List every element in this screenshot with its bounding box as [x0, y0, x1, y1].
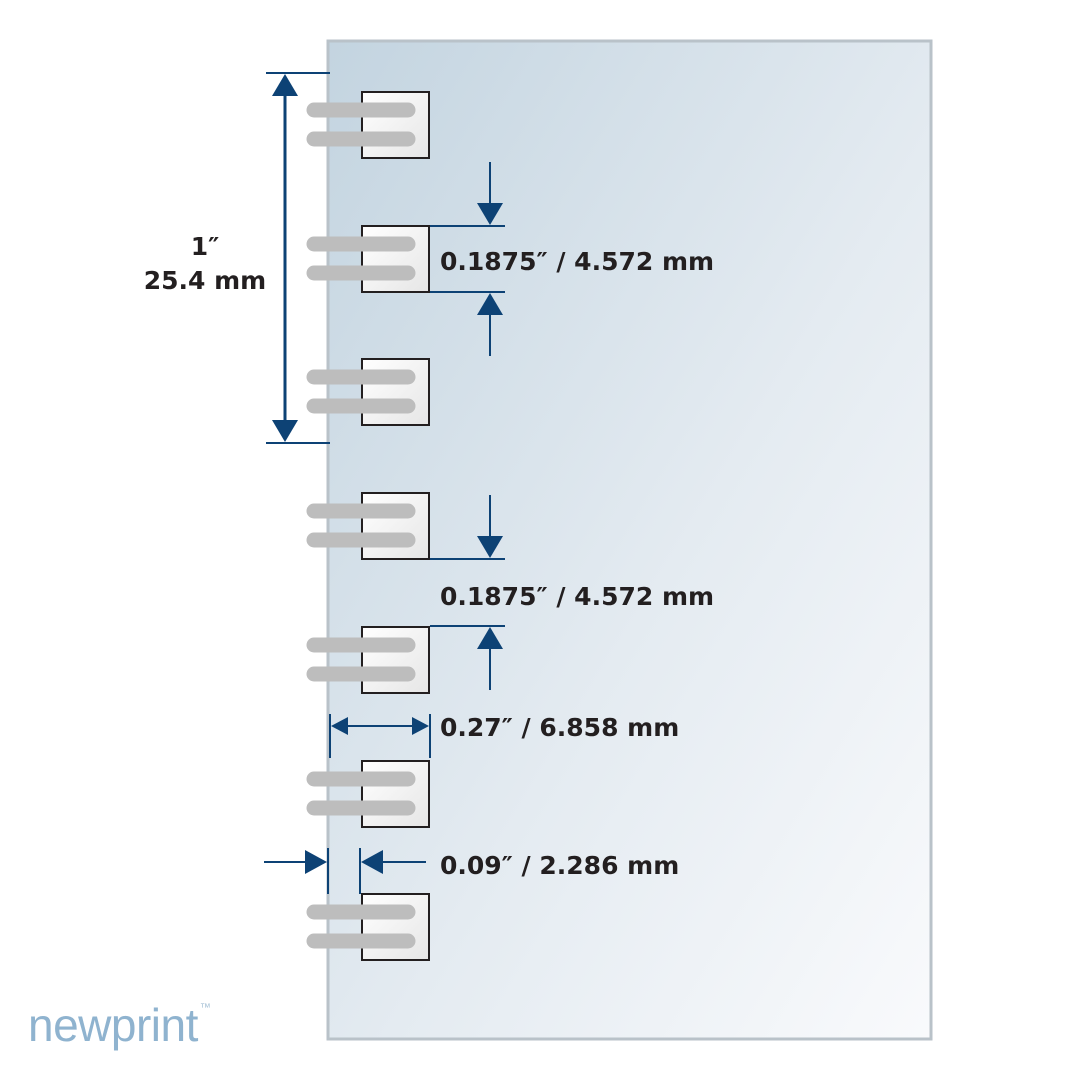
hole-depth-label: 0.27″ / 6.858 mm	[440, 713, 680, 742]
pitch-arrow-down	[272, 420, 298, 442]
punched-hole	[361, 358, 430, 426]
pitch-mm: 25.4 mm	[143, 265, 267, 295]
punched-hole	[361, 893, 430, 961]
binding-hole-4	[306, 492, 430, 560]
binding-hole-2	[306, 225, 430, 293]
pitch-inch: 1″	[190, 232, 220, 261]
punched-hole	[361, 91, 430, 159]
binding-hole-5	[306, 626, 430, 694]
binding-hole-7	[306, 893, 430, 961]
punched-hole	[361, 626, 430, 694]
gap2-arrow-up	[477, 627, 503, 649]
binding-hole-6	[306, 760, 430, 828]
binding-hole-1	[306, 91, 430, 159]
gap2-arrow-down	[477, 536, 503, 558]
gap1-arrow-up	[477, 293, 503, 315]
hole-gap-label-2: 0.1875″ / 4.572 mm	[440, 582, 715, 611]
depth-arrow-right	[412, 717, 429, 735]
binding-hole-3	[306, 358, 430, 426]
margin-arrow-left	[361, 850, 383, 874]
punched-hole	[361, 760, 430, 828]
gap1-arrow-down	[477, 203, 503, 225]
punched-hole	[361, 225, 430, 293]
holes-group	[306, 91, 430, 961]
depth-arrow-left	[331, 717, 348, 735]
trademark-mark: ™	[199, 1002, 211, 1014]
hole-gap-label-1: 0.1875″ / 4.572 mm	[440, 247, 715, 276]
margin-arrow-right	[305, 850, 327, 874]
dimension-lines	[264, 72, 505, 894]
pitch-arrow-up	[272, 74, 298, 96]
pitch-label: 1″ 25.4 mm	[140, 230, 270, 298]
brand-name: newprint	[28, 999, 198, 1051]
punched-hole	[361, 492, 430, 560]
edge-margin-label: 0.09″ / 2.286 mm	[440, 851, 680, 880]
